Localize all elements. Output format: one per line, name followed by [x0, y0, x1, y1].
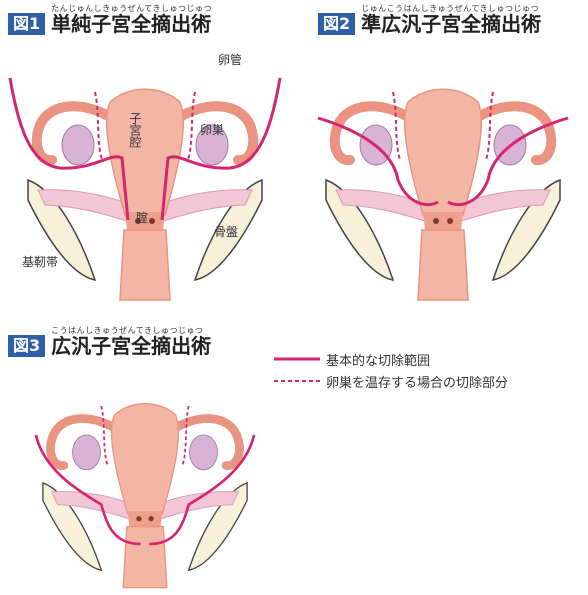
figure1-diagram: 卵管 子宮腔 卵巣 腟 骨盤 基靭帯 — [8, 52, 282, 305]
figure1-ruby: たんじゅんしきゅうぜんてきしゅつじゅつ — [51, 4, 212, 13]
figure2-ovary-cut — [392, 91, 401, 161]
figure3-ovary-cut — [100, 405, 109, 466]
label-pelvis: 骨盤 — [214, 225, 238, 239]
figure3-header: 図3 こうはんしきゅうぜんてきしゅつじゅつ 広汎子宮全摘出術 — [8, 326, 211, 357]
figure2-cut-line — [317, 116, 439, 207]
figure3-title: 広汎子宮全摘出術 — [51, 334, 212, 358]
legend-item-dashed: 卵巣を温存する場合の切除部分 — [274, 370, 508, 392]
figure1-badge: 図1 — [8, 13, 46, 35]
legend-dashed-text: 卵巣を温存する場合の切除部分 — [326, 375, 509, 391]
figure3-diagram — [34, 352, 256, 592]
figure1-title: 単純子宮全摘出術 — [51, 12, 212, 36]
figure2-header: 図2 じゅんこうはんしきゅうぜんてきしゅつじゅつ 準広汎子宮全摘出術 — [318, 4, 541, 35]
figure2-title: 準広汎子宮全摘出術 — [361, 12, 542, 36]
figure3-badge: 図3 — [8, 335, 46, 357]
figure2-badge: 図2 — [318, 13, 356, 35]
figure3-cut-line — [34, 434, 141, 546]
label-ovary: 卵巣 — [200, 123, 224, 137]
figure1-header: 図1 たんじゅんしきゅうぜんてきしゅつじゅつ 単純子宮全摘出術 — [8, 4, 212, 35]
figure3-cut-line-right — [149, 434, 256, 546]
legend-solid-text: 基本的な切除範囲 — [326, 353, 431, 369]
label-uterus-cavity-1: 子宮腔 — [128, 112, 142, 148]
figure1-ovary-cut — [94, 91, 103, 161]
figure3-ovary-cut-right — [181, 405, 190, 466]
figure2-ruby: じゅんこうはんしきゅうぜんてきしゅつじゅつ — [361, 4, 539, 13]
legend-dashed-line — [274, 380, 320, 382]
label-tube: 卵管 — [218, 52, 242, 67]
legend: 基本的な切除範囲 卵巣を温存する場合の切除部分 — [274, 348, 508, 392]
figure1-ovary-cut-right — [187, 91, 196, 161]
figure3-ruby: こうはんしきゅうぜんてきしゅつじゅつ — [51, 326, 204, 335]
legend-solid-line — [274, 357, 320, 361]
label-ligament: 基靭帯 — [22, 255, 58, 269]
legend-item-solid: 基本的な切除範囲 — [274, 348, 508, 370]
figure2-diagram — [317, 30, 569, 305]
figure2-ovary-cut-right — [485, 91, 494, 161]
figure1-cut-line — [8, 77, 130, 221]
label-vagina: 腟 — [136, 210, 148, 225]
figure1-cut-line-right — [160, 77, 282, 221]
figure2-cut-line-right — [447, 116, 569, 207]
